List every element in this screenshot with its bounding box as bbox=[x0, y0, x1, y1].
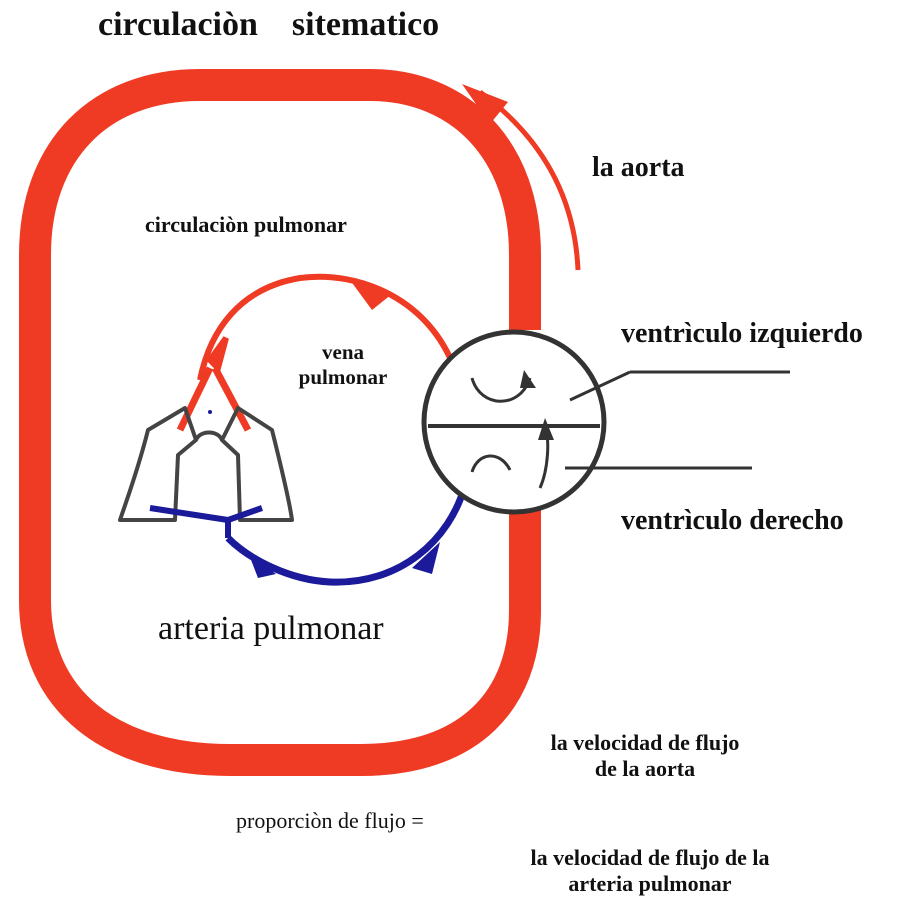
formula-lhs: proporciòn de flujo = bbox=[236, 808, 424, 834]
label-left-ventricle: ventrìculo izquierdo bbox=[621, 318, 863, 350]
diagram-title: circulaciòn sitematico bbox=[98, 6, 439, 44]
formula-numerator-line1: la velocidad de flujo bbox=[510, 730, 780, 756]
label-arteria-pulmonar: arteria pulmonar bbox=[158, 610, 384, 648]
formula-numerator-line2: de la aorta bbox=[510, 756, 780, 782]
lung-right bbox=[222, 408, 292, 520]
label-right-ventricle: ventrìculo derecho bbox=[621, 505, 844, 537]
trachea-dot bbox=[208, 410, 212, 414]
label-aorta: la aorta bbox=[592, 152, 685, 184]
label-pulmonary-circulation: circulaciòn pulmonar bbox=[145, 212, 347, 238]
formula-denominator: la velocidad de flujo de la arteria pulm… bbox=[480, 845, 820, 897]
heart bbox=[424, 332, 604, 512]
label-vena-line1: vena bbox=[288, 340, 398, 365]
formula-denominator-line1: la velocidad de flujo de la bbox=[480, 845, 820, 871]
trachea bbox=[196, 433, 222, 441]
formula-denominator-line2: arteria pulmonar bbox=[480, 871, 820, 897]
formula-numerator: la velocidad de flujo de la aorta bbox=[510, 730, 780, 782]
label-vena-pulmonar: vena pulmonar bbox=[288, 340, 398, 390]
label-vena-line2: pulmonar bbox=[288, 365, 398, 390]
pulmonary-vein-branch-left bbox=[180, 368, 210, 430]
pulmonary-artery-branch bbox=[150, 508, 262, 538]
